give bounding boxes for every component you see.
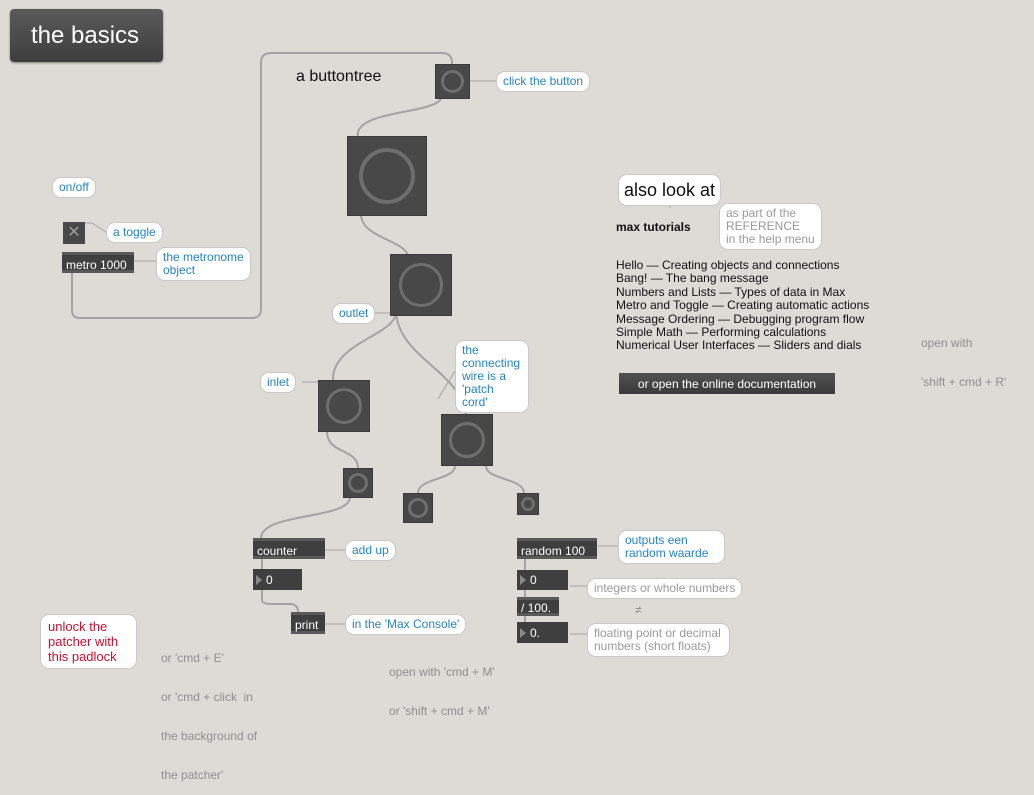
comment-a-toggle: a toggle — [106, 222, 163, 243]
bang-top[interactable] — [435, 64, 470, 99]
comment-line: this padlock — [48, 649, 117, 664]
number-value: 0 — [266, 572, 273, 587]
comment-line: 'patch cord' — [462, 382, 494, 409]
comment-add-up: add up — [345, 540, 396, 561]
comment-line: connecting — [462, 356, 521, 370]
triangle-icon — [520, 627, 526, 638]
comment-inlet: inlet — [260, 372, 297, 393]
comment-line: REFERENCE — [726, 219, 801, 233]
comment-line: open with 'cmd + M' — [389, 665, 495, 679]
title-label: the basics — [31, 21, 140, 49]
divide-object[interactable]: / 100. — [517, 597, 559, 616]
title-button[interactable]: the basics — [10, 9, 163, 62]
comment-line: the metronome — [163, 250, 244, 264]
open-documentation-button[interactable]: or open the online documentation — [619, 373, 835, 394]
comment-metronome: the metronome object — [156, 247, 251, 281]
comment-line: 'shift + cmd + R' — [921, 375, 1007, 389]
bang-ring-icon — [326, 388, 362, 424]
comment-outputs: outputs een random waarde — [618, 530, 725, 564]
comment-line: unlock the — [48, 619, 108, 634]
number-box-float[interactable]: 0. — [517, 622, 568, 643]
comment-integers: integers or whole numbers — [587, 578, 743, 599]
comment-line: the background of — [161, 729, 258, 743]
comment-line: in the help menu — [726, 232, 815, 246]
bang-small-random[interactable] — [517, 493, 539, 515]
triangle-icon — [520, 575, 526, 585]
comment-line: patcher with — [48, 634, 119, 649]
tutorial-link[interactable]: Bang! — The bang message — [616, 271, 769, 286]
x-icon: ✕ — [67, 224, 81, 241]
comment-line: the patcher' — [161, 768, 224, 782]
bang-ring-icon — [358, 147, 416, 205]
comment-line: wire is a — [462, 369, 507, 383]
buttontree-label: a buttontree — [296, 68, 382, 85]
tutorial-link[interactable]: Message Ordering — Debugging program flo… — [616, 311, 865, 326]
toggle[interactable]: ✕ — [63, 222, 85, 244]
comment-line: numbers (short floats) — [594, 639, 711, 653]
bang-ring-icon — [449, 422, 485, 458]
not-equal-symbol: ≠ — [635, 603, 642, 617]
comment-line: object — [163, 263, 196, 277]
comment-on-off: on/off — [52, 177, 96, 198]
comment-line: or 'cmd + E' — [161, 651, 224, 665]
comment-line: as part of the — [726, 206, 797, 220]
print-object[interactable]: print — [291, 612, 325, 634]
tutorial-link[interactable]: Numerical User Interfaces — Sliders and … — [616, 338, 862, 353]
bang-ring-icon — [399, 263, 443, 307]
bang-ring-icon — [520, 496, 536, 512]
comment-open-with: open with 'shift + cmd + R' — [921, 311, 1006, 402]
comment-line: the — [462, 343, 479, 357]
number-value: 0. — [530, 625, 541, 640]
comment-line: outputs een — [625, 533, 688, 547]
bang-ring-icon — [440, 69, 465, 94]
bang-ring-icon — [347, 472, 369, 494]
tutorial-link[interactable]: Simple Math — Performing calculations — [616, 325, 827, 340]
also-look-at-bubble: also look at — [618, 174, 722, 206]
number-box-counter[interactable]: 0 — [253, 569, 302, 590]
bang-large[interactable] — [347, 136, 427, 216]
metro-object[interactable]: metro 1000 — [62, 252, 134, 273]
bang-small-middle[interactable] — [403, 493, 433, 523]
comment-cmd-e: or 'cmd + E' or 'cmd + click in the back… — [161, 626, 257, 795]
comment-unlock: unlock the patcher with this padlock — [40, 614, 137, 669]
bang-right[interactable] — [441, 414, 493, 466]
counter-object[interactable]: counter — [253, 538, 325, 559]
bang-inlet[interactable] — [318, 380, 370, 432]
comment-line: random waarde — [625, 546, 709, 560]
number-value: 0 — [530, 573, 537, 587]
comment-click-the-button: click the button — [496, 71, 591, 92]
bang-outlet[interactable] — [390, 254, 452, 316]
comment-outlet: outlet — [332, 303, 376, 324]
comment-line: floating point or decimal — [594, 626, 721, 640]
tutorial-list: Hello — Creating objects and connections… — [616, 258, 870, 353]
comment-patch-cord: the connecting wire is a 'patch cord' — [455, 340, 529, 413]
triangle-icon — [256, 574, 262, 585]
comment-open-console: open with 'cmd + M' or 'shift + cmd + M' — [389, 640, 495, 731]
comment-reference: as part of the REFERENCE in the help men… — [719, 203, 822, 250]
number-box-random[interactable]: 0 — [517, 570, 568, 590]
bang-ring-icon — [407, 497, 429, 519]
comment-line: or 'shift + cmd + M' — [389, 704, 490, 718]
tutorial-link[interactable]: Numbers and Lists — Types of data in Max — [616, 284, 846, 299]
bang-small-counter[interactable] — [343, 468, 373, 498]
tutorial-link[interactable]: Metro and Toggle — Creating automatic ac… — [616, 298, 870, 313]
comment-line: open with — [921, 336, 973, 350]
random-object[interactable]: random 100 — [517, 538, 597, 559]
max-tutorials-label: max tutorials — [616, 220, 691, 234]
comment-floats: floating point or decimal numbers (short… — [587, 623, 730, 657]
comment-max-console: in the 'Max Console' — [345, 614, 467, 635]
tutorial-link[interactable]: Hello — Creating objects and connections — [616, 258, 840, 272]
